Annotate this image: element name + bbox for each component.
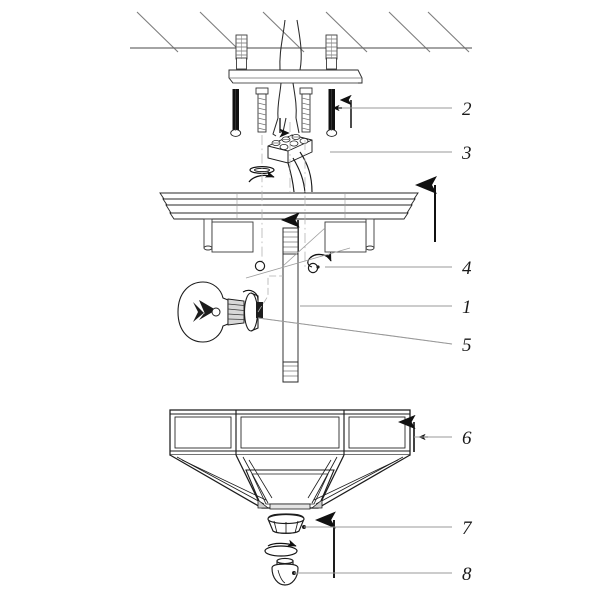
wall-anchor-right (325, 34, 338, 70)
supply-wires (279, 19, 302, 71)
callout-leader-lines (257, 107, 453, 574)
canopy-plate (159, 192, 419, 220)
screw-dark-right (326, 89, 338, 137)
canopy-bracket-right (324, 218, 375, 253)
callout-6: 6 (462, 428, 472, 449)
finial-cup (267, 513, 305, 534)
callout-5: 5 (462, 335, 472, 356)
callout-2: 2 (462, 99, 472, 120)
screw-threaded-right (299, 87, 313, 133)
centerlines (261, 122, 306, 268)
fixture-wires-lower (287, 151, 313, 194)
callout-1: 1 (462, 297, 472, 318)
bulb-filament (193, 300, 216, 322)
wall-anchor-left (235, 34, 248, 70)
callout-8: 8 (462, 564, 472, 585)
ceiling-hatching (136, 11, 470, 53)
screw-threaded-left (255, 87, 269, 133)
rotation-arrow-terminal (248, 166, 275, 183)
rotation-arrow-socket (307, 251, 332, 268)
callout-7: 7 (462, 518, 473, 539)
mounting-bar (228, 69, 363, 84)
rotation-arrow-bulb (242, 289, 259, 301)
callout-3: 3 (461, 143, 472, 164)
lamp-socket (243, 292, 263, 332)
screw-dark-left (230, 89, 242, 137)
callout-5-leader (257, 317, 453, 345)
bracket-anchor-circle (254, 260, 266, 272)
canopy-bracket-left (203, 218, 254, 253)
fixture-wires-upper (272, 82, 300, 137)
callout-labels: 2 3 4 1 5 6 7 8 (461, 99, 473, 585)
socket-nut (307, 262, 320, 274)
bulb-screw-base (227, 298, 245, 326)
finial-knob (271, 557, 299, 586)
rotation-arrow-finial (264, 539, 298, 557)
socket-guide-lines (257, 275, 283, 313)
glass-shade (169, 409, 411, 510)
threaded-rod (282, 227, 299, 383)
callout-4: 4 (462, 258, 472, 279)
light-bulb (177, 281, 229, 343)
